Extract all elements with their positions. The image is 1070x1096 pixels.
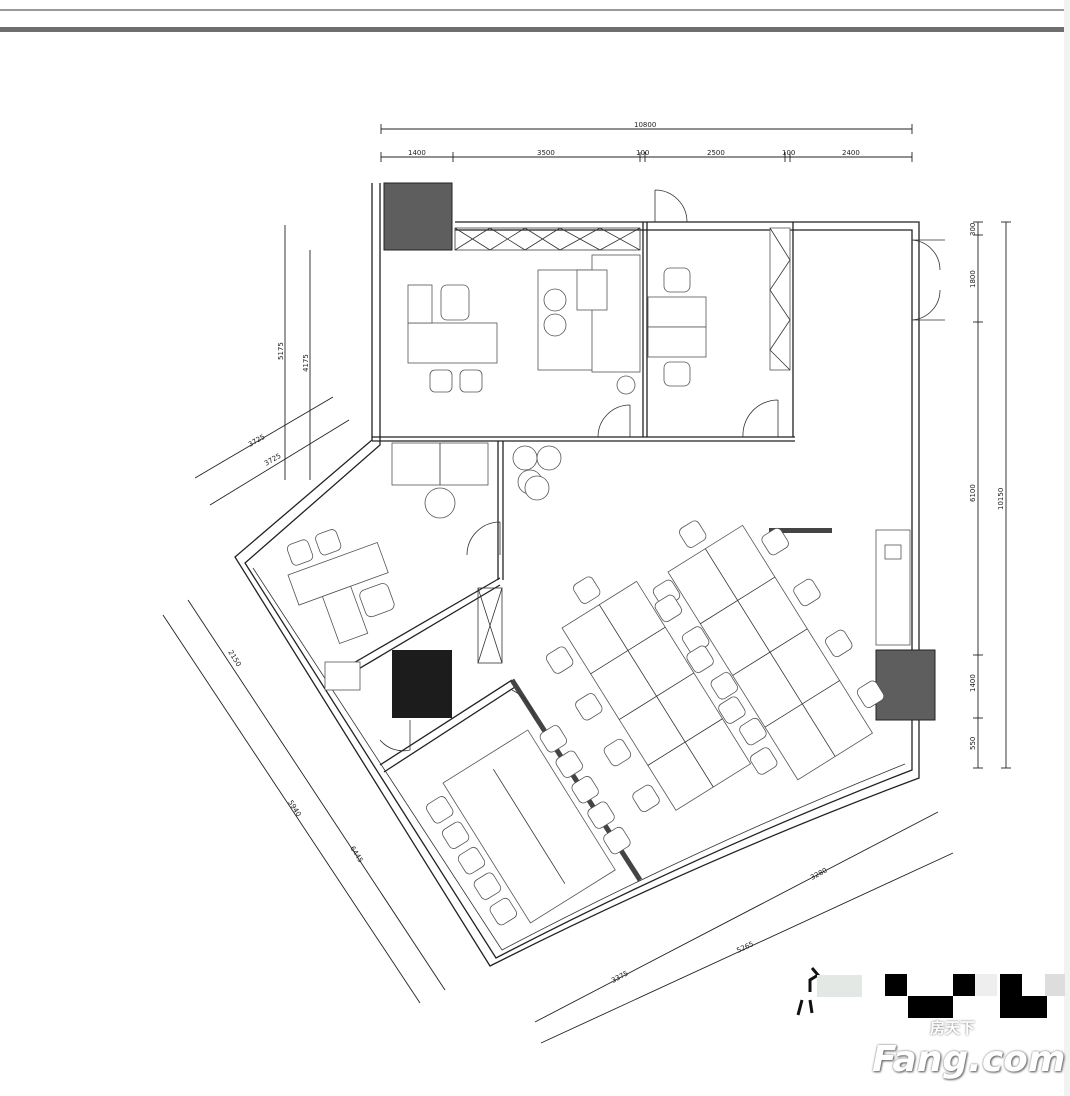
dim-right-4: 1400 [969,674,977,692]
page-edge [1064,0,1070,1096]
dim-left-v1: 5175 [277,342,285,360]
core-column-center [392,650,452,718]
dim-bottom-1: 3375 [610,969,629,984]
compass-marker [796,967,862,1016]
dim-right-total: 10150 [997,488,1005,510]
core-column-right [875,649,936,721]
dim-right-3: 6100 [969,484,977,502]
exterior-walls [234,183,920,967]
dim-left-d2: 3725 [263,452,282,468]
dim-top-5: 100 [782,149,795,157]
core-column-top-left [383,182,453,251]
manager-office-furniture [647,227,791,387]
dim-top-6: 2400 [842,149,860,157]
dim-right-1: 300 [969,223,977,236]
sink [884,544,902,560]
dim-right-5: 550 [969,737,977,750]
dim-bottom-2: 3280 [809,866,828,881]
dim-top-4: 2500 [707,149,725,157]
dim-left-lower-3: 5940 [286,799,302,818]
top-dimensions: 10800 1400 3500 100 2500 100 2400 [380,121,913,162]
top-rule-thin [0,9,1070,11]
director-office-furniture [407,254,641,395]
workstation-cluster-2 [654,520,885,781]
left-office-furniture [286,529,395,645]
meeting-room-table [426,725,631,926]
doors [379,189,945,752]
pixel-mosaic [885,974,1065,1018]
dim-top-3: 100 [636,149,649,157]
top-rule-thick [0,27,1070,32]
watermark-logo: Fang.com [872,1039,1066,1080]
dim-top-1: 1400 [408,149,426,157]
dim-right-2: 1800 [969,270,977,288]
dim-top-2: 3500 [537,149,555,157]
watermark-cn: 房天下 [930,1020,976,1037]
workstation-cluster-1 [545,576,767,813]
dim-left-d1: 3725 [247,433,266,449]
dim-left-lower-2: 6445 [348,845,364,864]
left-dimensions: 5175 4175 3725 3725 2150 6445 5940 [162,225,446,1004]
lounge-furniture [391,442,562,519]
dim-left-lower-1: 2150 [226,649,242,668]
right-dimensions: 300 1800 6100 1400 550 10150 [969,221,1011,769]
dim-left-v2: 4175 [302,354,310,372]
dim-top-total: 10800 [634,121,656,129]
storage-cabinet [324,661,361,691]
dim-bottom-3: 5265 [735,940,755,955]
